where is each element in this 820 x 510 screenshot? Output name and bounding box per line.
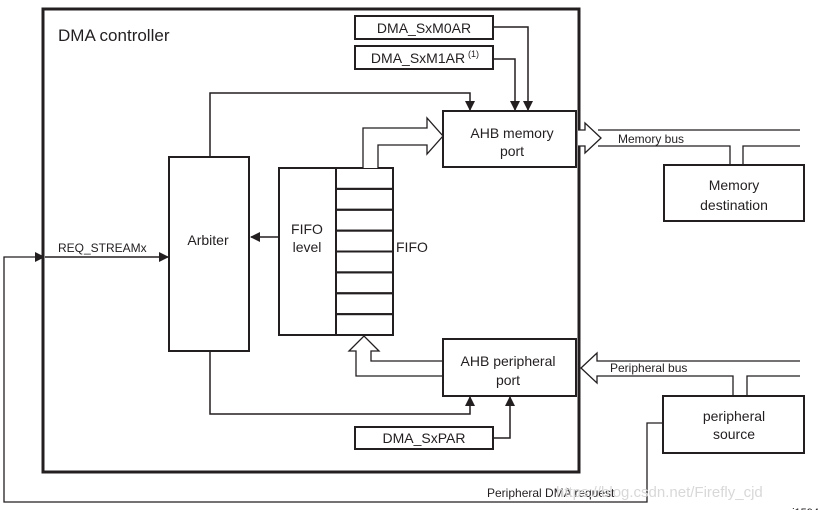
peripheral-source-label-1: peripheral bbox=[703, 408, 765, 424]
dma-controller-box bbox=[41, 7, 581, 474]
ahb-memory-port bbox=[442, 110, 577, 168]
fifo-label: FIFO bbox=[396, 239, 428, 255]
register-m0ar-label: DMA_SxM0AR bbox=[377, 20, 471, 36]
ahb-memory-port-label-1: AHB memory bbox=[470, 125, 553, 141]
memory-bus-arrow bbox=[578, 121, 602, 155]
ahb-peripheral-port-label-1: AHB peripheral bbox=[461, 353, 556, 369]
arbiter-label: Arbiter bbox=[187, 232, 229, 248]
arbiter-to-peripheral-port bbox=[209, 351, 475, 415]
figure-id: ai1594 bbox=[786, 507, 819, 510]
ahb-peripheral-port-label-2: port bbox=[496, 372, 520, 388]
peripheral-source-label-2: source bbox=[713, 426, 755, 442]
fifo-slot bbox=[335, 167, 394, 190]
fifo-slot bbox=[335, 313, 394, 336]
dma-controller-title: DMA controller bbox=[58, 26, 170, 45]
memory-bus-label: Memory bus bbox=[618, 132, 684, 146]
memory-destination-block bbox=[663, 164, 805, 222]
peripheral-bus-line-2 bbox=[746, 375, 800, 396]
register-m1ar-label: DMA_SxM1AR bbox=[371, 50, 465, 66]
peripheral-port-to-fifo-arrow bbox=[347, 335, 443, 377]
peripheral-source-block bbox=[662, 395, 805, 454]
fifo-slot bbox=[335, 271, 394, 295]
register-m1ar bbox=[354, 45, 494, 70]
fifo-slot bbox=[335, 292, 394, 316]
peripheral-bus-label: Peripheral bus bbox=[610, 361, 687, 375]
arbiter-block bbox=[168, 156, 250, 352]
fifo-slot bbox=[335, 229, 394, 253]
fifo-level-label-2: level bbox=[293, 239, 322, 255]
fifo-to-memory-port-arrow bbox=[362, 116, 444, 168]
fifo-slot bbox=[335, 187, 394, 211]
m1ar-arrow bbox=[493, 58, 520, 111]
register-m1ar-footnote: (1) bbox=[468, 49, 479, 59]
memory-destination-label-1: Memory bbox=[709, 177, 760, 193]
fifo-slot bbox=[335, 208, 394, 232]
watermark: https://blog.csdn.net/Firefly_cjd bbox=[556, 484, 763, 501]
par-arrow bbox=[493, 396, 515, 439]
m0ar-arrow bbox=[493, 26, 533, 111]
req-stream-label: REQ_STREAMx bbox=[58, 241, 147, 255]
memory-bus-line-bottom-2 bbox=[742, 145, 800, 165]
memory-destination-label-2: destination bbox=[700, 197, 768, 213]
peripheral-dma-request-line bbox=[3, 252, 663, 503]
register-par-label: DMA_SxPAR bbox=[383, 430, 466, 446]
fifo-level-label-1: FIFO bbox=[291, 221, 323, 237]
ahb-memory-port-label-2: port bbox=[500, 143, 524, 159]
fifo-slots bbox=[335, 167, 394, 336]
peripheral-bus-arrow bbox=[580, 351, 800, 396]
peripheral-dma-request-label: Peripheral DMA request bbox=[487, 486, 615, 500]
arbiter-to-memory-port bbox=[209, 92, 475, 157]
memory-bus-line-bottom bbox=[598, 145, 731, 165]
fifo-slot bbox=[335, 250, 394, 274]
